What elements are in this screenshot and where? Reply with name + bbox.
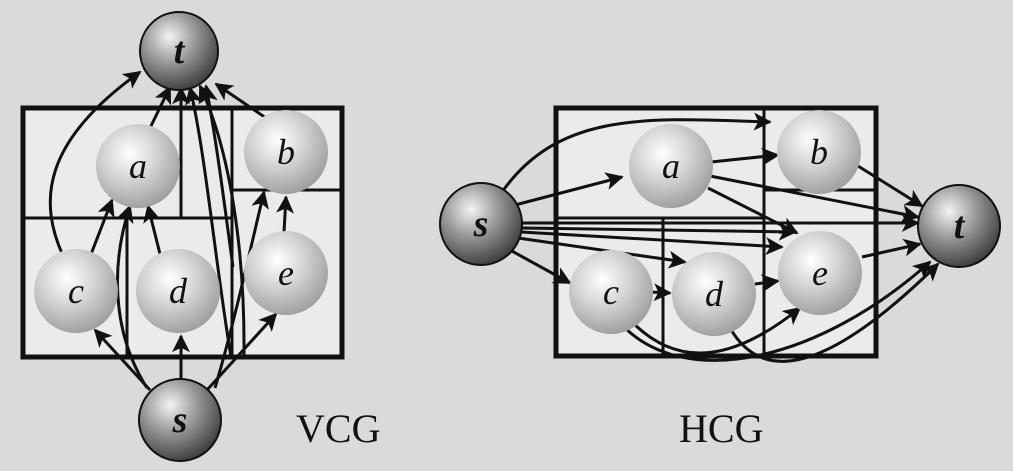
vcg-edge-b-t	[214, 82, 267, 120]
vcg-node-t-label: t	[174, 30, 186, 72]
vcg-edge-c-t	[48, 70, 142, 263]
hcg-edge-d-t	[728, 262, 940, 363]
hcg-node-t: t	[917, 184, 1001, 268]
vcg-node-a-label: a	[129, 146, 147, 186]
hcg-node-t-label: t	[954, 205, 966, 247]
hcg-node-s: s	[439, 182, 523, 266]
hcg-edge-e-t	[861, 238, 922, 259]
hcg-node-b: b	[777, 110, 861, 194]
hcg-edge-c-e	[630, 306, 802, 355]
hcg-edge-s-d	[517, 236, 687, 269]
vcg-graph: t a b c d e s VCG	[20, 11, 380, 462]
hcg-graph: s a b c d e t HCG	[439, 105, 1001, 451]
hcg-node-c-label: c	[603, 272, 619, 312]
hcg-node-s-label: s	[473, 203, 489, 245]
hcg-node-b-label: b	[810, 132, 828, 172]
vcg-edge-s-b	[213, 190, 269, 389]
hcg-node-a: a	[629, 124, 713, 208]
vcg-edge-d-a	[143, 204, 164, 263]
vcg-edge-a-t	[148, 85, 172, 129]
vcg-node-a: a	[96, 124, 180, 208]
hcg-edge-a-b	[710, 147, 780, 166]
hcg-edge-s-c	[509, 248, 572, 285]
vcg-node-d: d	[136, 249, 220, 333]
hcg-node-c: c	[569, 250, 653, 334]
hcg-caption: HCG	[679, 406, 763, 451]
hcg-edges	[500, 112, 940, 363]
vcg-edge-s-t-a	[185, 86, 233, 358]
hcg-edge-s-e	[520, 230, 784, 256]
hcg-edge-s-e-top	[520, 222, 797, 241]
vcg-edge-s-c	[93, 328, 152, 392]
vcg-node-c-label: c	[68, 271, 84, 311]
vcg-edge-c-a	[86, 198, 115, 263]
vcg-caption: VCG	[296, 406, 380, 451]
vcg-node-b-label: b	[277, 132, 295, 172]
vcg-node-b: b	[244, 110, 328, 194]
hcg-node-d: d	[672, 252, 756, 336]
vcg-node-e-label: e	[278, 253, 294, 293]
hcg-edge-a-e	[707, 186, 799, 235]
vcg-edge-s-e	[205, 312, 278, 392]
vcg-edge-s-a	[115, 204, 149, 389]
vcg-node-e: e	[244, 231, 328, 315]
hcg-edge-c-t	[623, 260, 932, 362]
hcg-edge-s-a	[514, 172, 624, 207]
hcg-edge-a-t	[709, 174, 920, 223]
vcg-node-s: s	[138, 378, 222, 462]
vcg-node-c: c	[34, 249, 118, 333]
hcg-node-e-label: e	[812, 253, 828, 293]
hcg-edge-d-e	[754, 274, 780, 293]
vcg-node-d-label: d	[169, 271, 188, 311]
hcg-edge-b-t	[857, 164, 924, 208]
vcg-node-s-label: s	[172, 399, 188, 441]
vcg-edges	[48, 70, 295, 392]
vcg-edge-e-t	[200, 84, 235, 268]
hcg-edge-c-d	[649, 283, 672, 302]
hcg-node-e: e	[778, 231, 862, 315]
hcg-node-d-label: d	[705, 274, 724, 314]
hcg-node-a-label: a	[662, 146, 680, 186]
hcg-edge-s-b	[500, 112, 772, 193]
vcg-edge-e-b	[276, 195, 295, 233]
vcg-node-t: t	[139, 11, 219, 91]
